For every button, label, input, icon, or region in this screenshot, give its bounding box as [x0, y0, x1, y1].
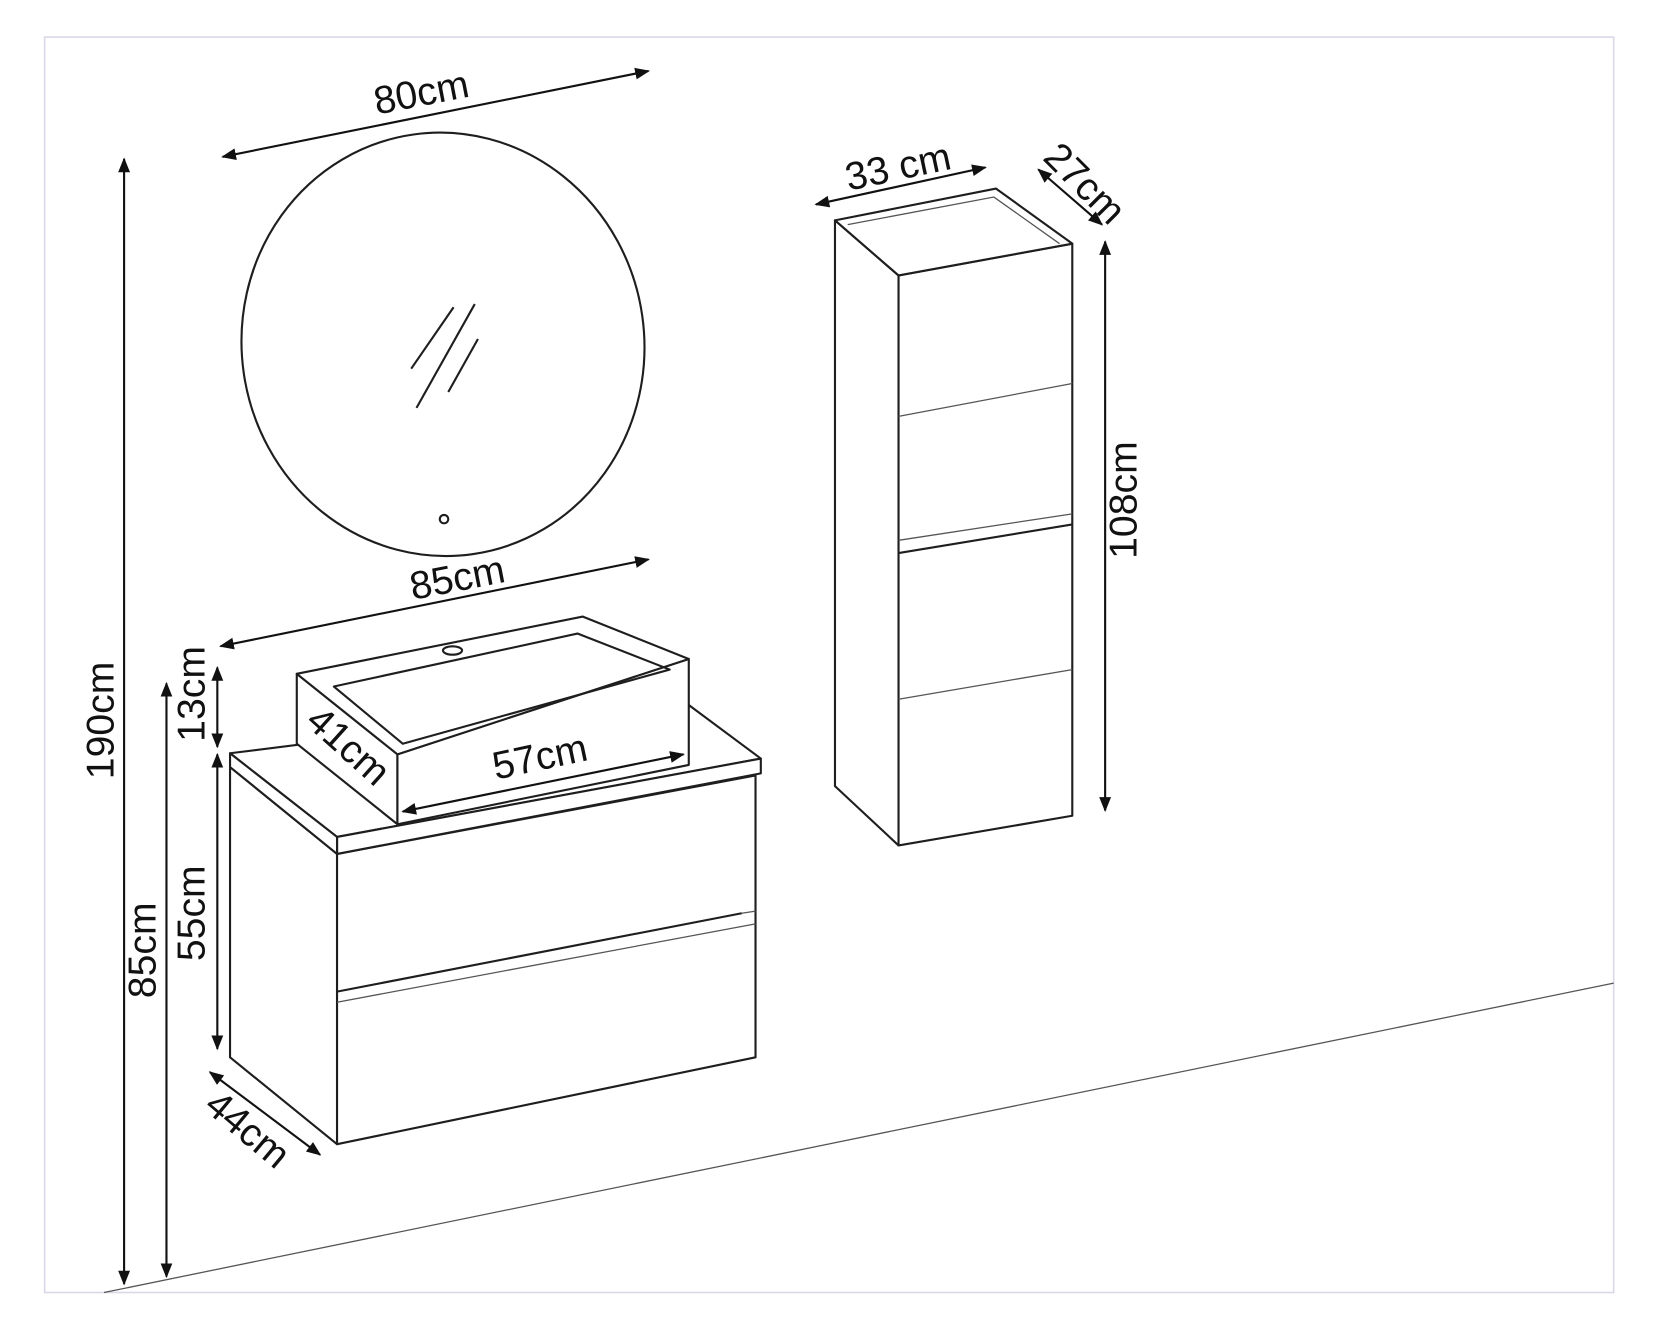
label-mirror-width: 80cm: [370, 63, 472, 123]
label-tall-width: 33 cm: [841, 135, 954, 199]
dim-vanity-width: [219, 556, 650, 650]
floor-line: [103, 982, 1614, 1294]
tall-cabinet: [833, 187, 1074, 847]
round-mirror: [240, 131, 646, 558]
tap-hole-icon: [441, 645, 464, 656]
label-cabinet-height: 55cm: [170, 865, 213, 961]
label-vanity-mount-height: 85cm: [122, 902, 165, 998]
frame-border: [43, 36, 1615, 1294]
dim-mirror-width: [221, 67, 650, 160]
label-tall-height: 108cm: [1103, 441, 1146, 559]
dim-tall-depth: [1037, 168, 1104, 226]
dim-vanity-depth: [208, 1071, 322, 1156]
label-vanity-width: 85cm: [406, 548, 508, 608]
label-tall-depth: 27cm: [1035, 135, 1133, 233]
label-total-height: 190cm: [79, 662, 122, 780]
label-basin-height: 13cm: [170, 646, 213, 742]
touch-sensor-icon: [438, 513, 450, 525]
dim-tall-width: [814, 164, 987, 208]
reflection-icon: [410, 306, 455, 370]
dim-basin-width: [401, 751, 685, 815]
